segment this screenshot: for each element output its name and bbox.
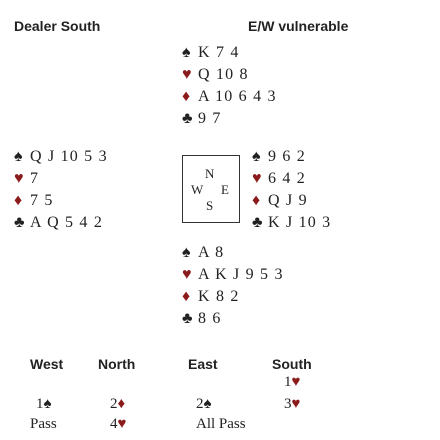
bid-east-2: All Pass: [196, 416, 246, 432]
bid-north-1: 2♦: [110, 396, 125, 413]
auction-header-west: West: [30, 356, 64, 372]
compass-north: N: [205, 166, 215, 181]
bid-west-2: Pass: [30, 416, 57, 432]
heart-icon: ♥: [182, 66, 193, 83]
auction-header-south: South: [272, 356, 312, 372]
spade-icon: ♠: [182, 244, 192, 261]
south-diamonds-cards: K 8 2: [198, 288, 240, 305]
north-diamonds-cards: A 10 6 4 3: [198, 88, 277, 105]
spade-icon: ♠: [252, 148, 262, 165]
east-spades-cards: 9 6 2: [268, 148, 306, 165]
north-clubs-cards: 9 7: [198, 110, 222, 127]
spade-icon: ♠: [43, 396, 52, 412]
north-hearts-cards: Q 10 8: [198, 66, 249, 83]
bid-level: 2: [110, 396, 118, 412]
west-hearts: ♥7: [14, 168, 108, 190]
spade-icon: ♠: [14, 148, 24, 165]
west-spades: ♠ Q J 10 5 3: [14, 146, 108, 168]
compass-east: E: [221, 182, 229, 197]
east-spades: ♠ 9 6 2: [252, 146, 331, 168]
south-clubs-cards: 8 6: [198, 310, 222, 327]
bid-level: 2: [196, 396, 204, 412]
heart-icon: ♥: [117, 416, 127, 432]
vulnerability-label: E/W vulnerable: [248, 18, 349, 34]
north-spades: ♠ K 7 4: [182, 42, 277, 64]
compass-west: W: [191, 182, 204, 197]
heart-icon: ♥: [182, 266, 193, 283]
heart-icon: ♥: [14, 170, 25, 187]
west-clubs-cards: A Q 5 4 2: [30, 214, 104, 231]
diamond-icon: ♦: [117, 396, 126, 412]
bid-level: 4: [110, 416, 118, 432]
east-hand: ♠ 9 6 2 ♥ 6 4 2 ♦ Q J 9 ♣K J 10 3: [252, 146, 331, 234]
spade-icon: ♠: [203, 396, 212, 412]
heart-icon: ♥: [291, 374, 301, 390]
bid-south-2: 3♥: [284, 396, 300, 413]
north-diamonds: ♦ A 10 6 4 3: [182, 86, 277, 108]
south-hearts: ♥ A K J 9 5 3: [182, 264, 284, 286]
bid-east-1: 2♠: [196, 396, 211, 413]
club-icon: ♣: [14, 214, 26, 231]
bid-level: 1: [284, 374, 292, 390]
south-diamonds: ♦ K 8 2: [182, 286, 284, 308]
west-clubs: ♣A Q 5 4 2: [14, 212, 108, 234]
east-diamonds-cards: Q J 9: [268, 192, 308, 209]
compass-box: N W E S: [182, 155, 240, 223]
east-hearts: ♥ 6 4 2: [252, 168, 331, 190]
east-diamonds: ♦ Q J 9: [252, 190, 331, 212]
south-hearts-cards: A K J 9 5 3: [198, 266, 284, 283]
west-diamonds: ♦ 7 5: [14, 190, 108, 212]
south-clubs: ♣8 6: [182, 308, 284, 330]
north-spades-cards: K 7 4: [198, 44, 240, 61]
dealer-label: Dealer South: [14, 18, 101, 34]
club-icon: ♣: [252, 214, 264, 231]
bid-south-1: 1♥: [284, 374, 300, 391]
north-hand: ♠ K 7 4 ♥ Q 10 8 ♦ A 10 6 4 3 ♣9 7: [182, 42, 277, 130]
spade-icon: ♠: [182, 44, 192, 61]
west-hearts-cards: 7: [30, 170, 40, 187]
east-clubs: ♣K J 10 3: [252, 212, 331, 234]
diamond-icon: ♦: [182, 88, 192, 105]
heart-icon: ♥: [291, 396, 301, 412]
west-hand: ♠Q J 10 5 3 ♥7 ♦7 5 ♣A Q 5 4 2: [14, 146, 108, 234]
west-spades-cards: Q J 10 5 3: [30, 148, 108, 165]
auction-header-north: North: [98, 356, 136, 372]
bid-level: 1: [36, 396, 44, 412]
bid-north-2: 4♥: [110, 416, 126, 433]
club-icon: ♣: [182, 110, 194, 127]
bid-level: 3: [284, 396, 292, 412]
east-clubs-cards: K J 10 3: [268, 214, 332, 231]
south-hand: ♠ A 8 ♥ A K J 9 5 3 ♦ K 8 2 ♣8 6: [182, 242, 284, 330]
south-spades: ♠ A 8: [182, 242, 284, 264]
north-hearts: ♥ Q 10 8: [182, 64, 277, 86]
north-clubs: ♣9 7: [182, 108, 277, 130]
east-hearts-cards: 6 4 2: [268, 170, 306, 187]
heart-icon: ♥: [252, 170, 263, 187]
south-spades-cards: A 8: [198, 244, 225, 261]
diamond-icon: ♦: [252, 192, 262, 209]
diamond-icon: ♦: [14, 192, 24, 209]
compass-south: S: [206, 198, 214, 213]
bid-west-1: 1♠: [36, 396, 51, 413]
diamond-icon: ♦: [182, 288, 192, 305]
club-icon: ♣: [182, 310, 194, 327]
auction-header-east: East: [188, 356, 218, 372]
west-diamonds-cards: 7 5: [30, 192, 54, 209]
